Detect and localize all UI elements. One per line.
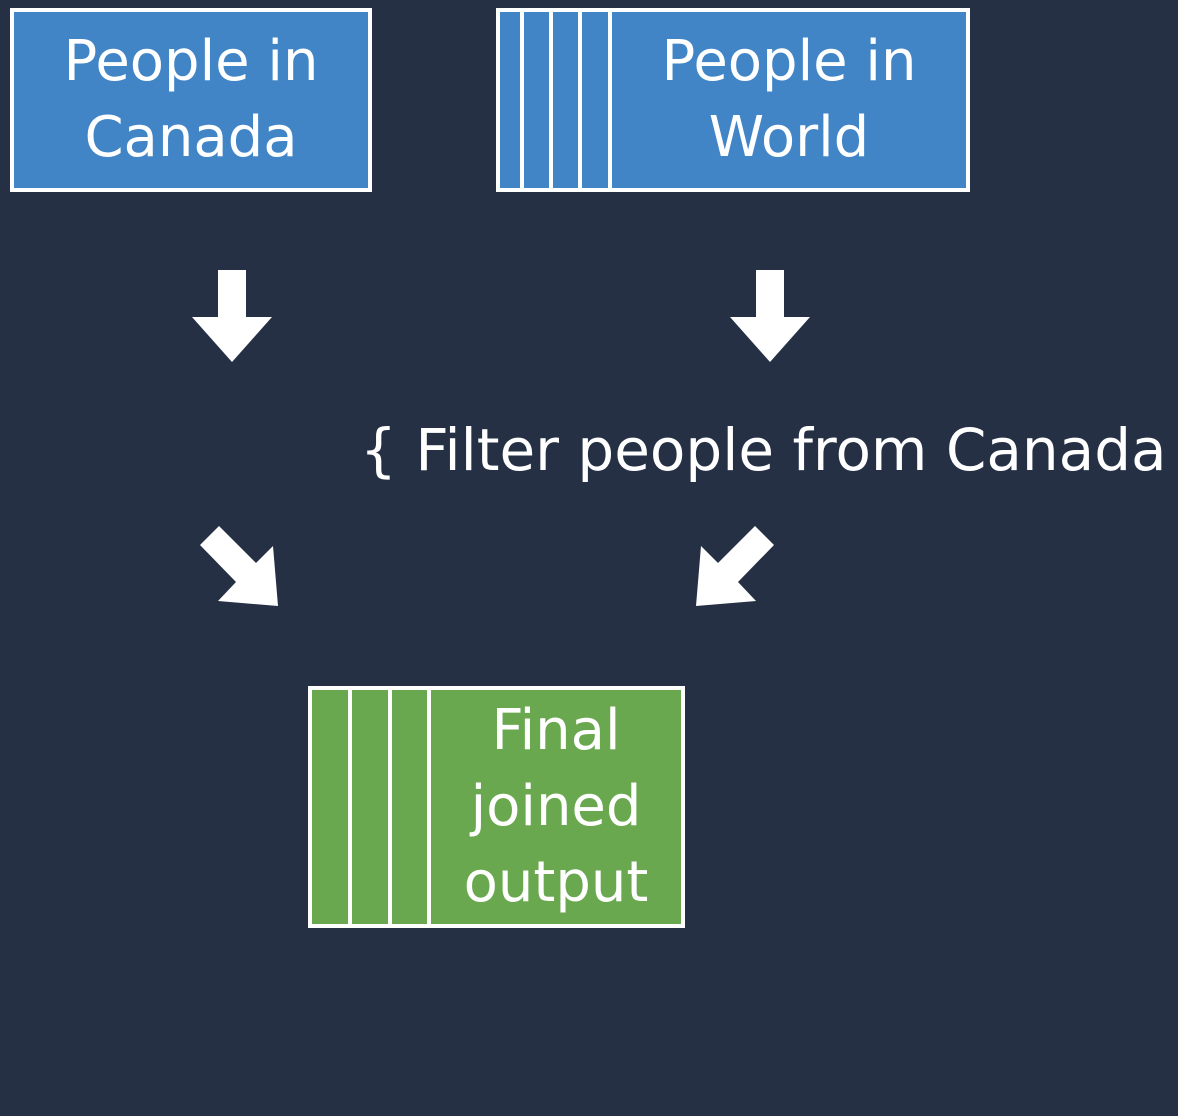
partition-divider xyxy=(608,12,612,188)
people-in-world-box: People in World xyxy=(496,8,970,192)
final-joined-output-box: Final joined output xyxy=(308,686,685,928)
arrow-down-icon xyxy=(730,270,810,362)
partition-divider xyxy=(388,690,392,924)
partition-divider xyxy=(427,690,431,924)
partition-divider xyxy=(578,12,582,188)
people-in-canada-label: People in Canada xyxy=(63,29,319,170)
arrow-down-left-icon xyxy=(696,526,774,606)
partition-divider xyxy=(520,12,524,188)
partition-divider xyxy=(348,690,352,924)
people-in-canada-box: People in Canada xyxy=(10,8,372,192)
partition-divider xyxy=(549,12,553,188)
arrow-down-right-icon xyxy=(200,526,278,606)
final-joined-output-label: Final joined output xyxy=(463,698,649,915)
filter-label: { Filter people from Canada } xyxy=(360,416,1178,484)
arrow-down-icon xyxy=(192,270,272,362)
people-in-world-label: People in World xyxy=(661,29,917,170)
